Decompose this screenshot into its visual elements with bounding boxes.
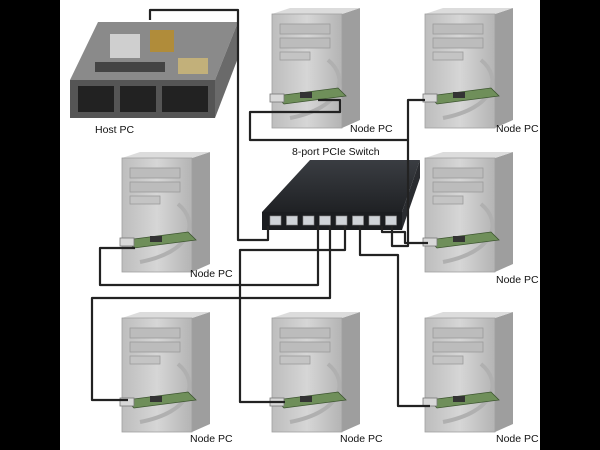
switch-port: [269, 215, 282, 226]
node-label-bottom-center: Node PC: [340, 433, 383, 445]
node-pc-top-right: [422, 8, 513, 129]
cable-node-mid-right: [380, 226, 428, 245]
node-label-mid-left: Node PC: [190, 268, 233, 280]
switch-port: [302, 215, 315, 226]
node-pc-bottom-left: [119, 312, 210, 433]
cable-node-mid-left: [98, 226, 320, 287]
switch-port: [352, 215, 364, 226]
node-label-bottom-left: Node PC: [190, 433, 233, 445]
node-pc-top-center: [269, 8, 360, 129]
switch-port: [286, 215, 298, 226]
node-pcs: [119, 8, 513, 433]
cable-host: [148, 8, 270, 242]
host-pc-server: [70, 22, 238, 118]
node-labels: Node PC Node PC Node PC Node PC Node PC …: [190, 123, 539, 445]
switch-port: [335, 215, 348, 226]
node-label-top-center: Node PC: [350, 123, 393, 135]
cable-node-top-right: [406, 98, 425, 140]
switch-port: [319, 215, 331, 226]
cable-node-top-center: [248, 98, 410, 248]
cable-node-bottom-left: [90, 226, 332, 402]
node-pc-mid-right: [422, 152, 513, 273]
switch-ports: [269, 215, 397, 226]
cable-node-bottom-center: [238, 226, 347, 404]
node-pc-mid-left: [119, 152, 210, 273]
switch-port: [385, 215, 397, 226]
switch-label: 8-port PCIe Switch: [292, 146, 380, 158]
host-pc-label: Host PC: [95, 124, 135, 136]
cable-node-bottom-right: [358, 226, 430, 408]
node-label-top-right: Node PC: [496, 123, 539, 135]
cables: [90, 8, 430, 408]
node-label-bottom-right: Node PC: [496, 433, 539, 445]
node-pc-bottom-center: [269, 312, 360, 433]
switch-port: [368, 215, 381, 226]
pcie-switch: [262, 160, 420, 230]
node-pc-bottom-right: [422, 312, 513, 433]
node-label-mid-right: Node PC: [496, 274, 539, 286]
